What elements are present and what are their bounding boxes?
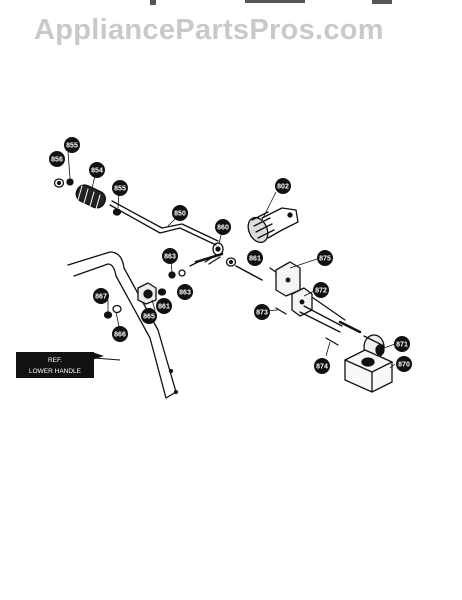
callout-866: 866 xyxy=(112,326,128,342)
clutch-802 xyxy=(247,207,299,244)
pivot-865 xyxy=(137,282,167,305)
rod-850 xyxy=(109,204,217,246)
ref-lower-handle-label: REF. LOWER HANDLE xyxy=(16,352,121,378)
svg-text:861: 861 xyxy=(249,256,261,263)
lower-handle-drawing xyxy=(67,251,179,399)
callout-860: 860 xyxy=(215,219,231,235)
svg-text:873: 873 xyxy=(256,310,268,317)
svg-text:855: 855 xyxy=(114,186,126,193)
callout-850: 850 xyxy=(172,205,188,221)
svg-text:860: 860 xyxy=(217,225,229,232)
callout-873: 873 xyxy=(254,304,270,320)
callout-871: 871 xyxy=(394,336,410,352)
nut-863b xyxy=(178,269,186,277)
svg-text:874: 874 xyxy=(316,364,328,371)
pin-874 xyxy=(325,337,339,346)
washer-866 xyxy=(112,304,122,314)
callout-861: 861 xyxy=(247,250,263,266)
cropped-header-mark xyxy=(150,0,156,5)
callout-861: 861 xyxy=(156,298,172,314)
block-870 xyxy=(344,349,393,393)
callout-872: 872 xyxy=(313,282,329,298)
svg-text:855: 855 xyxy=(66,143,78,150)
svg-text:863: 863 xyxy=(164,254,176,261)
callout-865: 865 xyxy=(141,308,157,324)
svg-text:856: 856 xyxy=(51,157,63,164)
callout-863: 863 xyxy=(177,284,193,300)
callout-856: 856 xyxy=(49,151,65,167)
svg-text:872: 872 xyxy=(315,288,327,295)
washer-861 xyxy=(225,257,237,267)
bracket-872 xyxy=(275,261,313,317)
svg-text:871: 871 xyxy=(396,342,408,349)
svg-text:854: 854 xyxy=(91,168,103,175)
cropped-header-mark xyxy=(245,0,305,3)
svg-text:850: 850 xyxy=(174,211,186,218)
nut-855 xyxy=(66,178,74,186)
watermark-text: AppliancePartsPros.com xyxy=(34,14,384,46)
callout-855: 855 xyxy=(64,137,80,153)
nut-867 xyxy=(103,311,113,319)
ref-label-line1: REF. xyxy=(48,357,62,364)
screw-873 xyxy=(275,307,287,315)
spring-854 xyxy=(75,184,106,210)
svg-text:866: 866 xyxy=(114,332,126,339)
washer-856 xyxy=(53,178,65,188)
callout-863: 863 xyxy=(162,248,178,264)
cropped-header-mark xyxy=(372,0,392,4)
svg-text:875: 875 xyxy=(319,256,331,263)
svg-text:863: 863 xyxy=(179,290,191,297)
svg-text:861: 861 xyxy=(158,304,170,311)
nut-863 xyxy=(168,271,176,279)
svg-text:870: 870 xyxy=(398,362,410,369)
callout-874: 874 xyxy=(314,358,330,374)
callout-855: 855 xyxy=(112,180,128,196)
callout-875: 875 xyxy=(317,250,333,266)
callout-870: 870 xyxy=(396,356,412,372)
svg-text:865: 865 xyxy=(143,314,155,321)
svg-text:867: 867 xyxy=(95,294,107,301)
svg-text:802: 802 xyxy=(277,184,289,191)
callout-802: 802 xyxy=(275,178,291,194)
callout-854: 854 xyxy=(89,162,105,178)
callout-867: 867 xyxy=(93,288,109,304)
ref-label-line2: LOWER HANDLE xyxy=(29,368,82,375)
